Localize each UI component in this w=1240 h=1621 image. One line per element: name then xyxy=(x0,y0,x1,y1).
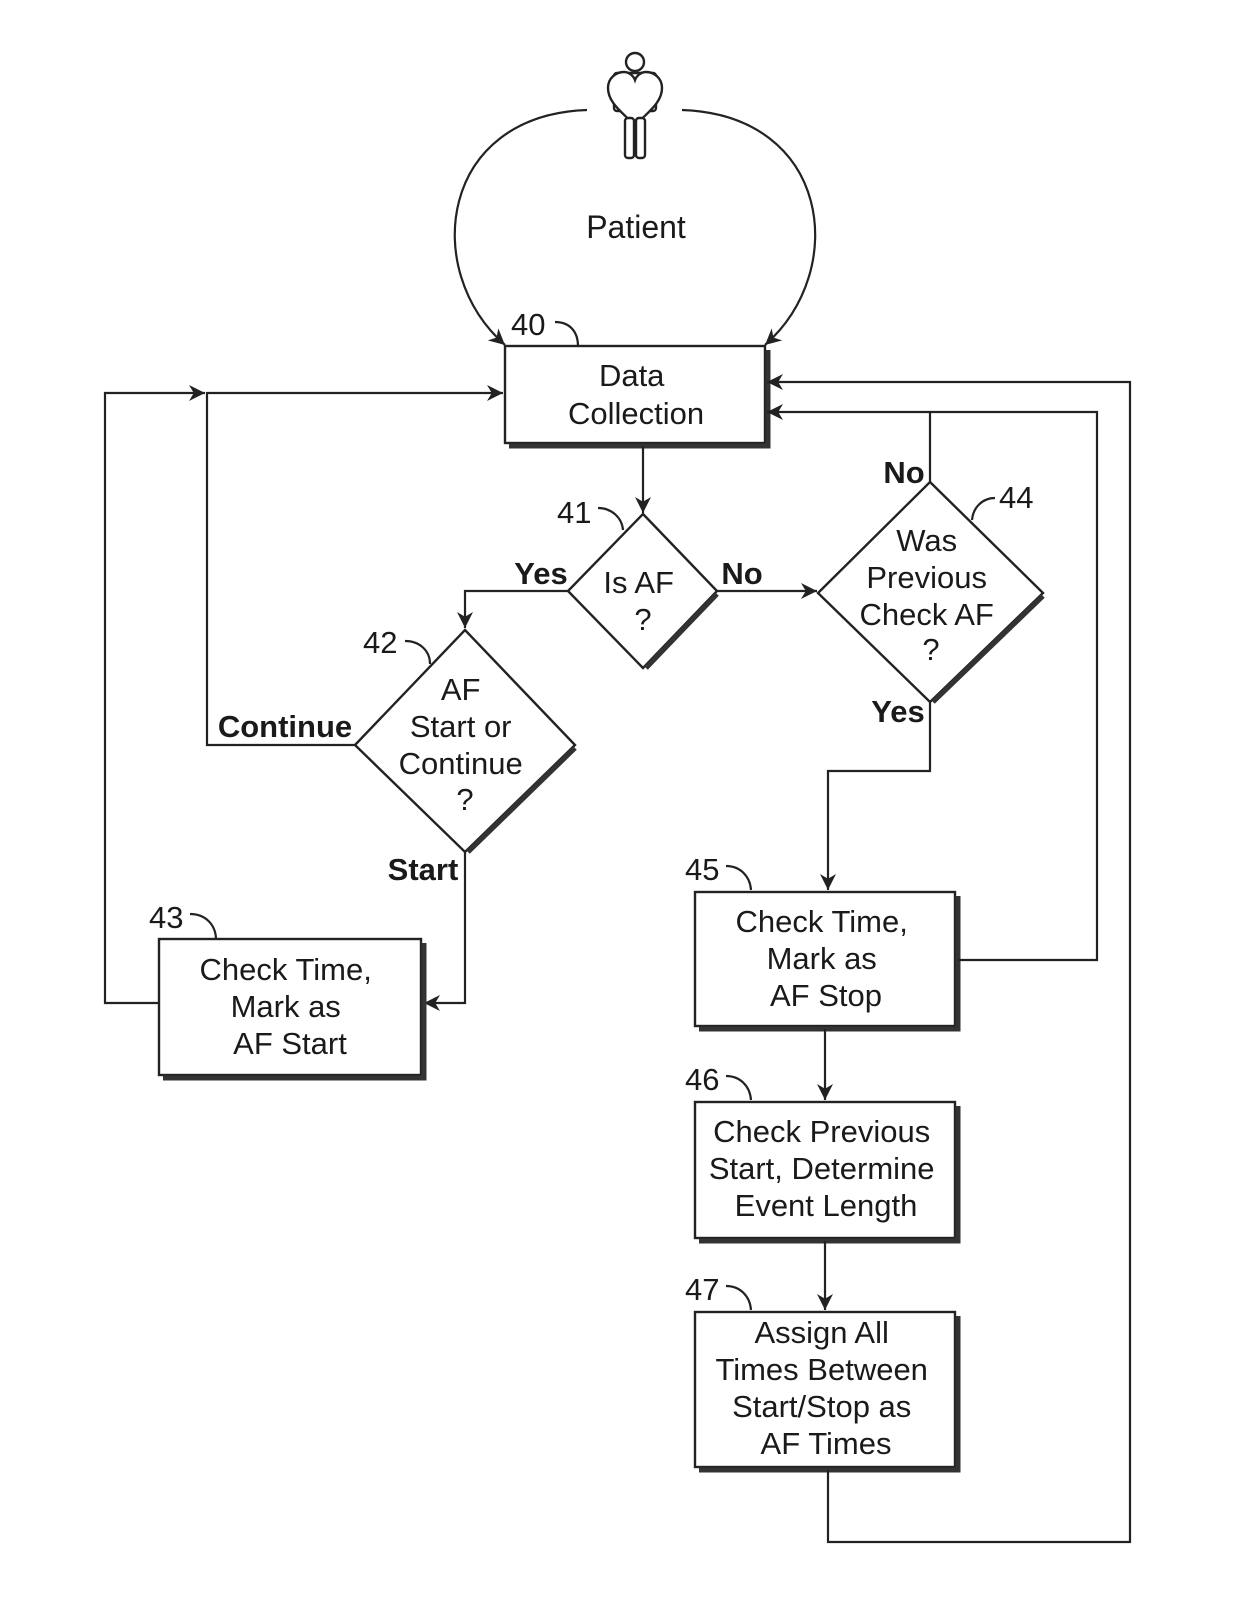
ref-44-leader xyxy=(972,498,995,520)
edge-label-41-no: No xyxy=(721,556,762,591)
edge-label-44-no: No xyxy=(883,455,924,490)
node-43-line-3: AF Start xyxy=(233,1026,347,1061)
node-42-line-3: Continue xyxy=(399,746,523,781)
ref-45: 45 xyxy=(685,852,719,887)
edge-label-44-yes: Yes xyxy=(871,694,924,729)
edge-label-41-yes: Yes xyxy=(514,556,567,591)
node-41-line-2: ? xyxy=(634,602,651,637)
ref-43-leader xyxy=(190,914,216,938)
node-46-determine-event-length: Check Previous Start, Determine Event Le… xyxy=(695,1102,958,1241)
node-46-line-1: Check Previous xyxy=(713,1114,930,1149)
node-41-line-1: Is AF xyxy=(603,565,674,600)
node-45-line-2: Mark as xyxy=(767,941,877,976)
node-45-line-1: Check Time, xyxy=(736,904,908,939)
node-43-line-2: Mark as xyxy=(231,989,341,1024)
node-43-line-1: Check Time, xyxy=(200,952,372,987)
node-44-line-4: ? xyxy=(922,632,939,667)
edge-label-42-continue: Continue xyxy=(218,709,352,744)
patient-label: Patient xyxy=(586,209,686,245)
edge-44-yes-to-45 xyxy=(828,702,930,890)
ref-41: 41 xyxy=(557,495,591,530)
ref-42-leader xyxy=(405,641,430,664)
node-40-line-1: Data xyxy=(599,358,665,393)
node-42-line-1: AF xyxy=(441,672,481,707)
ref-47-leader xyxy=(726,1286,751,1310)
node-45-line-3: AF Stop xyxy=(770,978,882,1013)
ref-40: 40 xyxy=(511,307,545,342)
ref-40-leader xyxy=(555,322,578,346)
ref-47: 47 xyxy=(685,1272,719,1307)
patient-arc-right xyxy=(682,110,815,345)
node-47-line-1: Assign All xyxy=(754,1315,888,1350)
ref-42: 42 xyxy=(363,625,397,660)
node-45-mark-af-stop: Check Time, Mark as AF Stop xyxy=(695,892,958,1029)
svg-text:Check Previous Start, De: Check Previous Start, Determine Event Le… xyxy=(709,1114,943,1223)
ref-44: 44 xyxy=(999,480,1033,515)
ref-45-leader xyxy=(726,866,751,890)
ref-46: 46 xyxy=(685,1062,719,1097)
node-44-line-1: Was xyxy=(896,523,957,558)
node-44-line-3: Check AF xyxy=(859,597,993,632)
node-40-data-collection: Data Collection xyxy=(505,346,768,446)
node-47-assign-af-times: Assign All Times Between Start/Stop as A… xyxy=(695,1312,958,1470)
edge-label-42-start: Start xyxy=(388,852,459,887)
node-46-line-3: Event Length xyxy=(735,1188,918,1223)
node-46-line-2: Start, Determine xyxy=(709,1151,935,1186)
node-42-line-2: Start or xyxy=(410,709,512,744)
node-47-line-2: Times Between xyxy=(715,1352,928,1387)
node-47-line-3: Start/Stop as xyxy=(732,1389,911,1424)
ref-41-leader xyxy=(598,508,623,530)
node-40-line-2: Collection xyxy=(568,396,704,431)
patient-heart-icon xyxy=(608,53,662,158)
node-47-line-4: AF Times xyxy=(761,1426,892,1461)
node-42-line-4: ? xyxy=(456,782,473,817)
edge-41-yes-to-42 xyxy=(465,591,568,628)
node-44-previous-check-af-decision: Was Previous Check AF ? xyxy=(818,482,1043,702)
node-42-start-or-continue-decision: AF Start or Continue ? xyxy=(355,630,575,852)
ref-43: 43 xyxy=(149,900,183,935)
node-44-line-2: Previous xyxy=(866,560,987,595)
node-41-is-af-decision: Is AF ? xyxy=(568,514,717,668)
node-43-mark-af-start: Check Time, Mark as AF Start xyxy=(159,939,424,1078)
ref-46-leader xyxy=(726,1076,751,1100)
